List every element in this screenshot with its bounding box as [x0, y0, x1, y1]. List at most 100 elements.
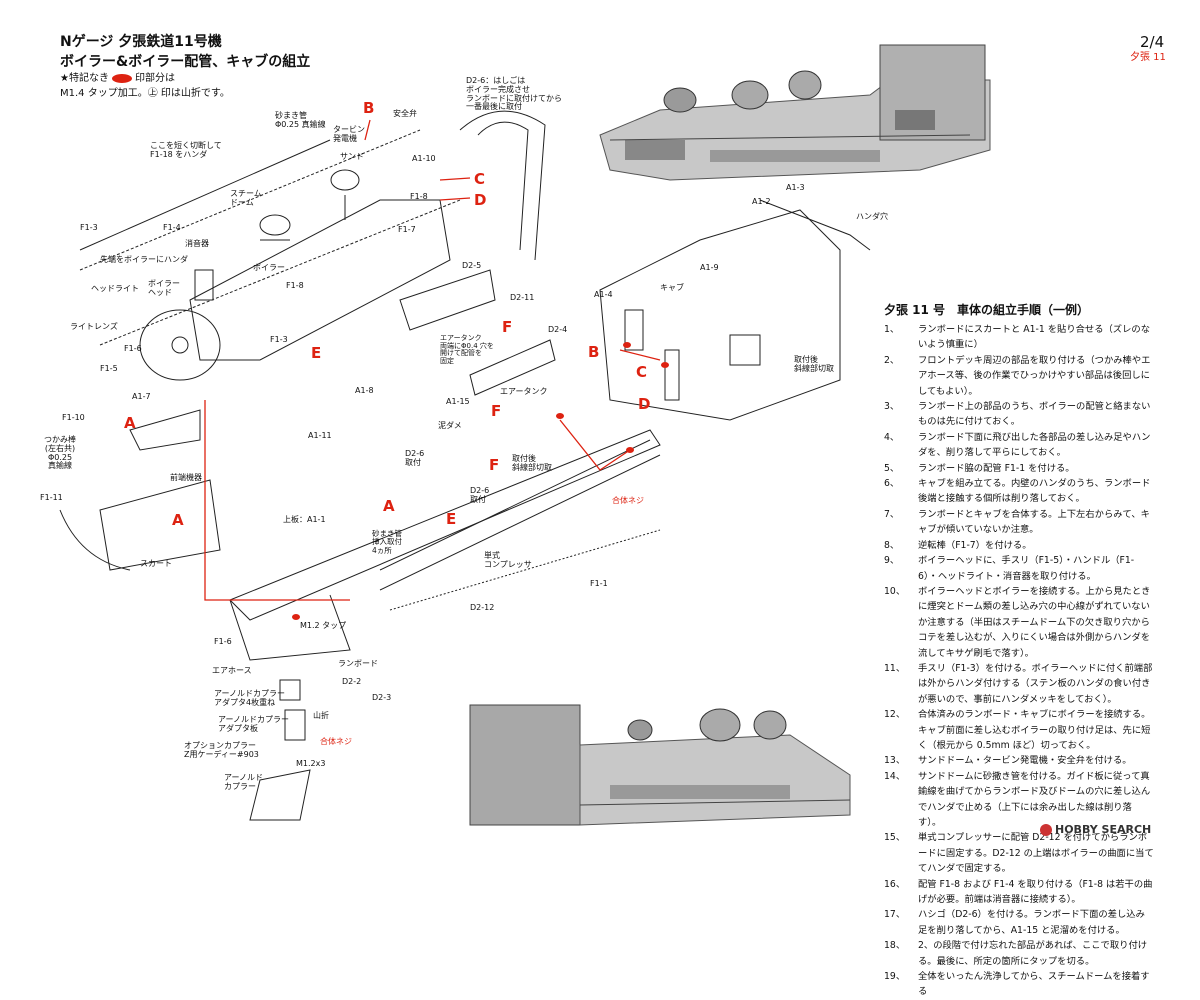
label-d25: D2-5 — [462, 261, 482, 270]
sand-dome — [330, 169, 360, 191]
label-d211: D2-11 — [510, 293, 535, 302]
instruction-step-text: ボイラーヘッドとボイラーを接続する。上から見たときに煙突とドーム類の差し込み穴の… — [918, 585, 1151, 659]
instruction-step-number: 9、 — [884, 555, 900, 567]
instruction-step: 4、ランボード下面に飛び出した各部品の差し込み足やハンダを、削り落して平らにして… — [884, 430, 1154, 461]
instruction-step-text: ボイラーヘッドに、手スリ（F1-5）・ハンドル（F1-6）・ヘッドライト・消音器… — [918, 555, 1135, 582]
instruction-step-text: 逆転棒（F1-7）を付ける。 — [918, 539, 1032, 551]
cab-outline — [599, 209, 841, 421]
label-a19: A1-9 — [700, 263, 719, 272]
note-post: 印部分は — [134, 73, 175, 84]
label-headlight: ヘッドライト — [91, 284, 139, 293]
label-f16a: F1-6 — [124, 344, 142, 353]
instructions-list: 1、ランボードにスカートと A1-1 を貼り合せる（ズレのないよう慎重に）2、フ… — [884, 322, 1154, 1000]
label-solder-hole: ハンダ穴 — [856, 212, 888, 221]
note-line-2: M1.4 タップ加工。㊤ 印は山折です。 — [60, 88, 230, 99]
label-a111: A1-11 — [308, 431, 332, 440]
ladder — [459, 110, 546, 261]
assembly-diagram — [59, 110, 871, 821]
skirt-shape — [99, 479, 221, 571]
note-pre: ★特記なき — [60, 73, 109, 84]
instruction-step: 2、フロントデッキ周辺の部品を取り付ける（つかみ棒やエアホース等、後の作業でひっ… — [884, 353, 1154, 399]
instruction-step-number: 10、 — [884, 585, 906, 597]
instruction-step-number: 8、 — [884, 539, 900, 551]
instruction-step: 10、ボイラーヘッドとボイラーを接続する。上から見たときに煙突とドーム類の差し込… — [884, 584, 1154, 661]
label-yamaori: 山折 — [313, 711, 329, 720]
smokebox-front — [139, 309, 221, 381]
label-skirt: スカート — [140, 559, 172, 568]
instruction-step: 1、ランボードにスカートと A1-1 を貼り合せる（ズレのないよう慎重に） — [884, 322, 1154, 353]
instruction-step-text: 全体をいったん洗浄してから、スチームドームを接着する — [918, 971, 1150, 998]
label-d26a: D2-6 取付 — [405, 449, 425, 467]
label-cab-step: 取付後 斜線部切取 — [794, 355, 834, 373]
instruction-step-number: 14、 — [884, 770, 906, 782]
marker-a-1: A — [124, 414, 136, 432]
label-f11: F1-1 — [590, 579, 608, 588]
label-steam-dome: スチーム ドーム — [230, 189, 262, 207]
instruction-step-text: ランボードとキャブを合体する。上下左右からみて、キャブが傾いていないか注意。 — [918, 508, 1150, 536]
instruction-step: 3、 ランボード上の部品のうち、ボイラーの配管と絡まないものは先に付けておく。 — [884, 399, 1154, 430]
label-a17: A1-7 — [132, 392, 151, 401]
marker-c-2: C — [636, 363, 648, 381]
label-air-tank-2: エアータンク — [500, 387, 548, 396]
instruction-step-text: 手スリ（F1-3）を付ける。ボイラーヘッドに付く前端部は外からハンダ付けする（ス… — [918, 662, 1153, 705]
label-boiler: ボイラー — [253, 263, 285, 272]
instruction-step-text: フロントデッキ周辺の部品を取り付ける（つかみ棒やエアホース等、後の作業でひっかけ… — [918, 354, 1151, 397]
instruction-step-text: 配管 F1-8 および F1-4 を取り付ける（F1-8 は若干の曲げが必要。前… — [918, 878, 1153, 906]
label-turbine: タービン 発電機 — [333, 125, 365, 143]
instruction-step-text: ハシゴ（D2-6）を付ける。ランボード下面の差し込み足を削り落してから、A1-1… — [918, 909, 1145, 936]
label-cut-note: ここを短く切断して F1-18 をハンダ — [150, 141, 222, 159]
instruction-step-text: ランボード上の部品のうち、ボイラーの配管と絡まないものは先に付けておく。 — [918, 401, 1151, 428]
label-sand-pipe: 砂まき管 Φ0.25 真鍮線 — [275, 111, 326, 129]
label-f14: F1-4 — [163, 223, 181, 232]
instruction-step-number: 12、 — [884, 709, 906, 721]
instruction-step-number: 17、 — [884, 909, 906, 921]
instruction-step-number: 16、 — [884, 878, 906, 890]
instruction-step-number: 13、 — [884, 755, 906, 767]
marker-a-3: A — [383, 497, 395, 515]
marker-c-1: C — [474, 170, 486, 188]
instruction-step: 19、全体をいったん洗浄してから、スチームドームを接着する — [884, 969, 1154, 1000]
instruction-step-text: サンドドーム・タービン発電機・安全弁を付ける。 — [918, 755, 1132, 767]
instruction-step-number: 3、 — [884, 401, 900, 413]
instruction-step: 7、ランボードとキャブを合体する。上下左右からみて、キャブが傾いていないか注意。 — [884, 507, 1154, 538]
label-f13a: F1-3 — [80, 223, 98, 232]
page-title: Nゲージ 夕張鉄道11号機 — [60, 34, 222, 50]
label-f18a: F1-8 — [410, 192, 428, 201]
instruction-step-text: サンドドームに砂撒き管を付ける。ガイド板に従って真鍮線を曲げてからランボード及び… — [918, 770, 1151, 828]
instruction-step-text: ランボード下面に飛び出した各部品の差し込み足やハンダを、削り落して平らにしておく… — [918, 431, 1151, 459]
marker-d-1: D — [474, 191, 487, 209]
label-m12: M1.2 タップ — [300, 621, 347, 630]
instruction-step: 5、ランボード脇の配管 F1-1 を付ける。 — [884, 461, 1154, 476]
label-boiler-head: ボイラー ヘッド — [148, 279, 180, 297]
label-d212: D2-12 — [470, 603, 495, 612]
label-a14: A1-4 — [594, 290, 613, 299]
runboard — [229, 429, 661, 621]
label-top-plate: 上板：A1-1 — [283, 515, 326, 524]
label-joint-screw-2: 合体ネジ — [320, 737, 352, 746]
label-single-comp: 単式 コンプレッサ — [484, 551, 532, 569]
label-d23: D2-3 — [372, 693, 392, 702]
label-f111: F1-11 — [40, 493, 63, 502]
label-a13: A1-3 — [786, 183, 805, 192]
label-tip-note: 先端をボイラーにハンダ — [100, 255, 188, 264]
instruction-step-text: ランボード脇の配管 F1-1 を付ける。 — [918, 462, 1075, 474]
label-f110: F1-10 — [62, 413, 85, 422]
instruction-step: 8、 逆転棒（F1-7）を付ける。 — [884, 538, 1154, 553]
label-joint-screw-1: 合体ネジ — [612, 496, 644, 505]
instruction-step-number: 19、 — [884, 971, 906, 983]
label-arnold-1: アーノルドカプラー アダプタ4枚重ね — [214, 689, 286, 707]
instruction-step: 14、サンドドームに砂撒き管を付ける。ガイド板に従って真鍮線を曲げてからランボー… — [884, 769, 1154, 831]
label-mud: 泥ダメ — [438, 421, 462, 430]
label-muffler: 消音器 — [185, 239, 209, 248]
instruction-step: 12、合体済みのランボード・キャブにボイラーを接続する。キャブ前面に差し込むボイ… — [884, 707, 1154, 753]
marker-d-2: D — [638, 395, 651, 413]
locomotive-photo-bottom — [460, 685, 860, 835]
label-d26b: D2-6 取付 — [470, 486, 490, 504]
label-runboard: ランボード — [338, 659, 378, 668]
watermark-text: HOBBY SEARCH — [1055, 823, 1152, 836]
instruction-step-number: 18、 — [884, 940, 906, 952]
label-air-tank-1: エアータンク 両端にΦ0.4 穴を 開けて配管を 固定 — [440, 334, 494, 366]
locomotive-photo-top — [590, 40, 1000, 185]
label-d24: D2-4 — [548, 325, 568, 334]
label-front-device: 前端機器 — [170, 473, 202, 482]
